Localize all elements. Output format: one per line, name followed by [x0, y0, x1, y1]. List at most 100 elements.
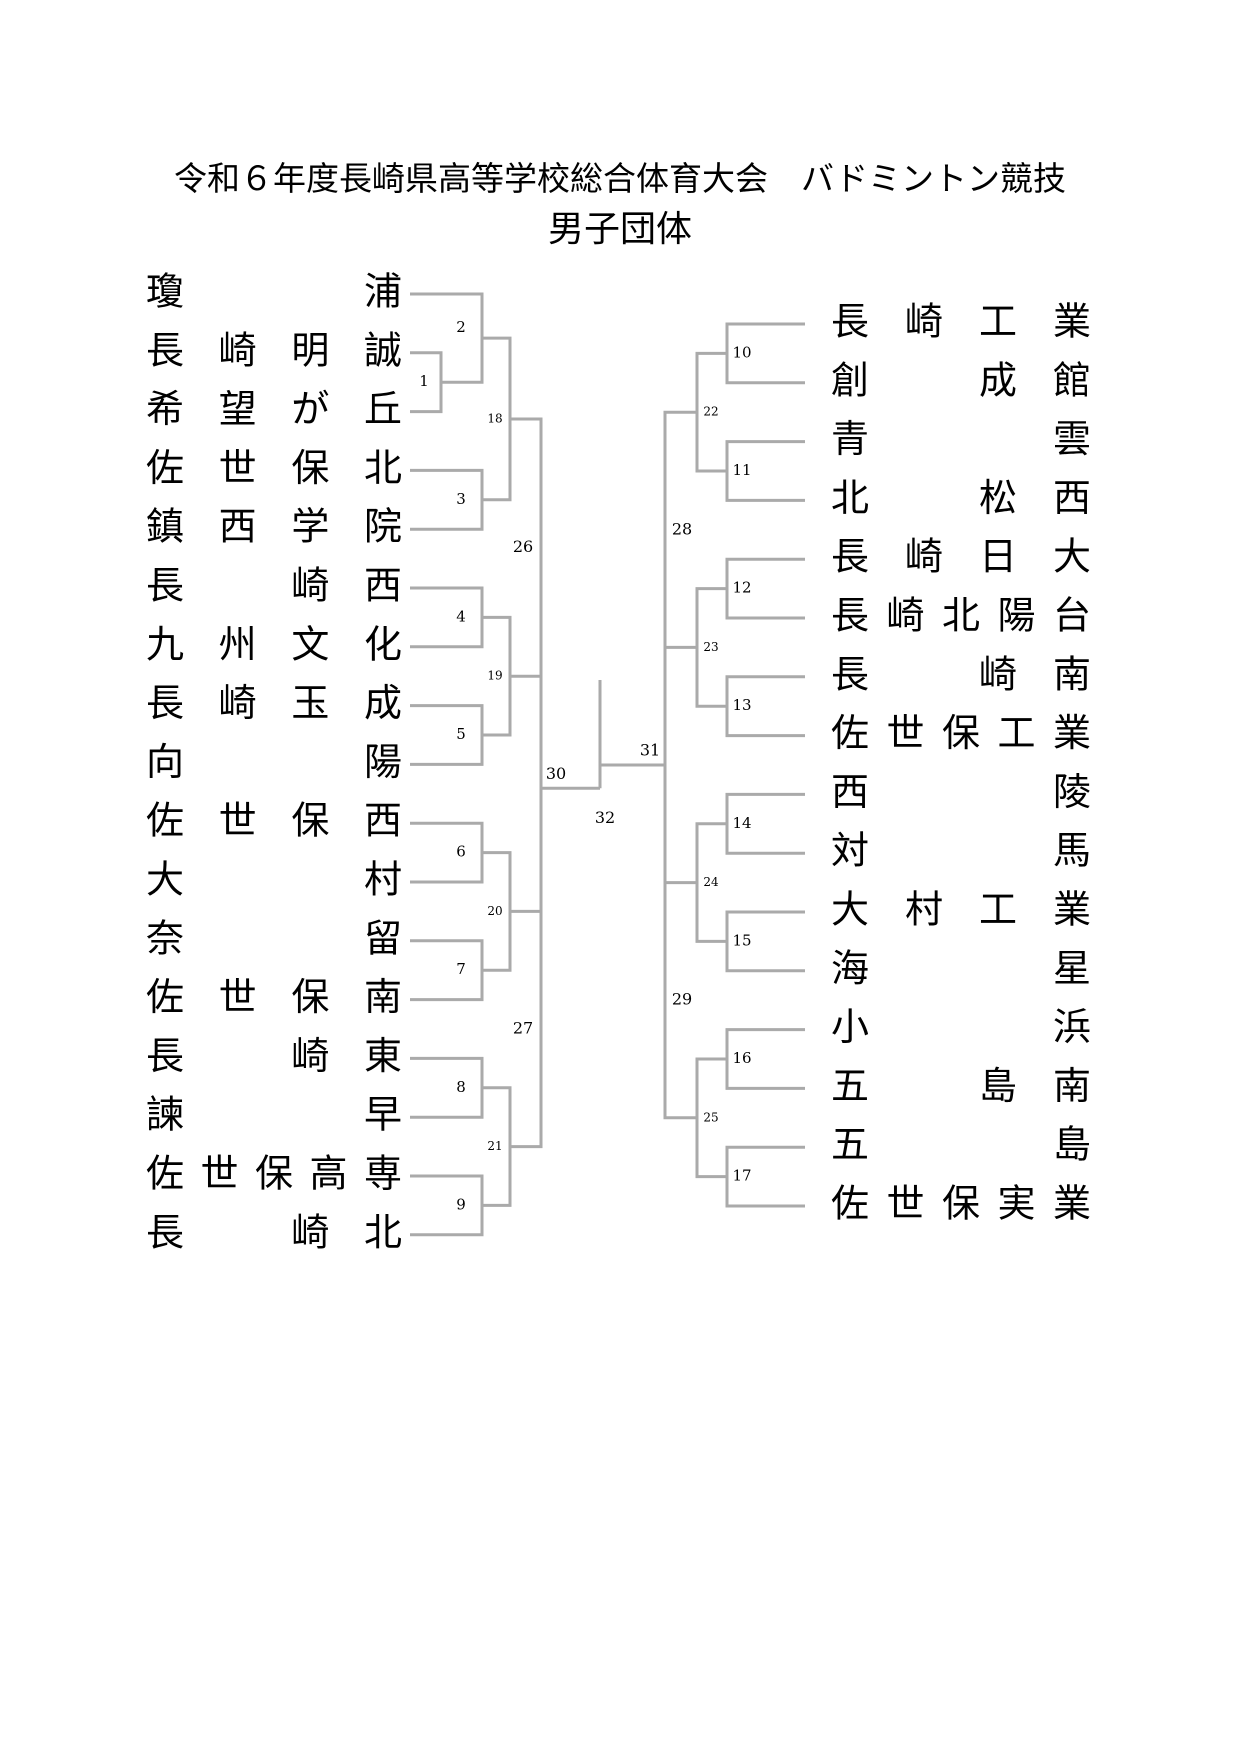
- team-name-char: 佐: [146, 1152, 184, 1196]
- team-name-char: 西: [1053, 476, 1091, 520]
- team-name-char: 高: [309, 1152, 347, 1196]
- team-name-char: 海: [831, 946, 869, 990]
- bracket-line-m7: [410, 939, 484, 1002]
- team-name-char: 五: [831, 1064, 869, 1108]
- team-name-char: 日: [979, 535, 1017, 579]
- team-name-char: 長: [831, 535, 869, 579]
- team-name-char: 業: [1053, 711, 1091, 755]
- match-number-22: 22: [703, 405, 718, 419]
- team-name-char: 浜: [1053, 1005, 1091, 1049]
- left-team-15: 諫早: [146, 1093, 402, 1137]
- team-name-char: 成: [979, 358, 1017, 402]
- team-name-char: 崎: [219, 328, 257, 372]
- left-team-13: 佐世保南: [146, 975, 402, 1019]
- bracket-line-m2: [410, 292, 484, 384]
- team-name-char: 村: [905, 888, 943, 932]
- right-team-6: 長崎北陽台: [831, 594, 1091, 638]
- match-number-11: 11: [732, 461, 751, 479]
- match-number-24: 24: [703, 875, 719, 889]
- match-number-15: 15: [732, 931, 751, 949]
- team-name-char: 工: [979, 888, 1017, 932]
- team-name-char: 西: [219, 505, 257, 549]
- team-name-char: 小: [831, 1005, 869, 1049]
- right-team-13: 小浜: [831, 1005, 1091, 1049]
- team-name-char: 東: [364, 1034, 402, 1078]
- team-name-char: 保: [942, 1182, 980, 1226]
- team-name-char: 業: [1053, 300, 1091, 344]
- left-team-17: 長崎北: [146, 1210, 402, 1254]
- left-team-6: 長崎西: [146, 564, 402, 608]
- right-team-14: 五島南: [831, 1064, 1091, 1108]
- team-name-char: 誠: [364, 328, 402, 372]
- team-name-char: 保: [291, 975, 329, 1019]
- team-name-char: 北: [831, 476, 869, 520]
- left-team-2: 長崎明誠: [146, 328, 402, 372]
- team-name-char: 州: [219, 622, 257, 666]
- team-name-char: 崎: [979, 652, 1017, 696]
- team-name-char: 台: [1053, 594, 1091, 638]
- match-number-9: 9: [456, 1195, 466, 1213]
- team-name-char: 佐: [146, 975, 184, 1019]
- team-name-char: 学: [291, 505, 329, 549]
- match-number-13: 13: [732, 696, 751, 714]
- match-number-32: 32: [595, 808, 615, 827]
- team-name-char: 玉: [291, 681, 329, 725]
- match-number-1: 1: [419, 372, 429, 390]
- team-name-char: 長: [146, 681, 184, 725]
- match-number-28: 28: [672, 519, 692, 538]
- team-name-char: 西: [364, 799, 402, 843]
- team-name-char: 世: [219, 799, 257, 843]
- left-team-14: 長崎東: [146, 1034, 402, 1078]
- team-name-char: 南: [1053, 652, 1091, 696]
- team-name-char: 北: [364, 1210, 402, 1254]
- team-name-char: 長: [831, 300, 869, 344]
- team-name-char: 丘: [364, 387, 402, 431]
- match-number-19: 19: [487, 669, 502, 683]
- right-team-5: 長崎日大: [831, 535, 1091, 579]
- left-team-4: 佐世保北: [146, 446, 402, 490]
- team-name-char: 希: [146, 387, 184, 431]
- team-name-char: 業: [1053, 1182, 1091, 1226]
- team-name-char: 佐: [831, 1182, 869, 1226]
- bracket-line-m5: [410, 704, 484, 766]
- match-number-16: 16: [732, 1049, 751, 1067]
- team-name-char: 崎: [886, 594, 924, 638]
- team-name-char: 大: [831, 888, 869, 932]
- match-number-14: 14: [732, 814, 751, 832]
- team-name-char: 鎮: [146, 505, 184, 549]
- team-name-char: 工: [979, 300, 1017, 344]
- team-name-char: 工: [997, 711, 1035, 755]
- team-name-char: 早: [364, 1093, 402, 1137]
- left-team-7: 九州文化: [146, 622, 402, 666]
- team-name-char: 九: [146, 622, 184, 666]
- bracket-line-m6: [410, 821, 484, 884]
- match-number-21: 21: [487, 1139, 502, 1153]
- right-team-9: 西陵: [831, 770, 1091, 814]
- left-team-11: 大村: [146, 858, 402, 902]
- team-name-char: 化: [364, 622, 402, 666]
- team-name-char: 留: [364, 916, 402, 960]
- team-name-char: 実: [997, 1182, 1035, 1226]
- team-name-char: 長: [146, 1210, 184, 1254]
- team-names: 瓊浦長崎明誠希望が丘佐世保北鎮西学院長崎西九州文化長崎玉成向陽佐世保西大村奈留佐…: [146, 270, 1091, 1255]
- team-name-char: 明: [291, 328, 329, 372]
- team-name-char: 長: [831, 652, 869, 696]
- bracket-line-m3: [410, 468, 484, 531]
- team-name-char: 崎: [291, 564, 329, 608]
- match-number-4: 4: [456, 607, 466, 625]
- right-team-12: 海星: [831, 946, 1091, 990]
- right-team-10: 対馬: [831, 829, 1091, 873]
- team-name-char: 大: [146, 858, 184, 902]
- right-team-16: 佐世保実業: [831, 1182, 1091, 1226]
- match-number-18: 18: [487, 411, 502, 425]
- team-name-char: 世: [886, 711, 924, 755]
- team-name-char: 雲: [1053, 417, 1091, 461]
- team-name-char: 浦: [364, 270, 402, 314]
- team-name-char: 保: [291, 799, 329, 843]
- bracket-lines: [410, 292, 805, 1237]
- right-team-1: 長崎工業: [831, 300, 1091, 344]
- team-name-char: 佐: [146, 799, 184, 843]
- team-name-char: 崎: [905, 300, 943, 344]
- right-team-3: 青雲: [831, 417, 1091, 461]
- team-name-char: 世: [200, 1152, 238, 1196]
